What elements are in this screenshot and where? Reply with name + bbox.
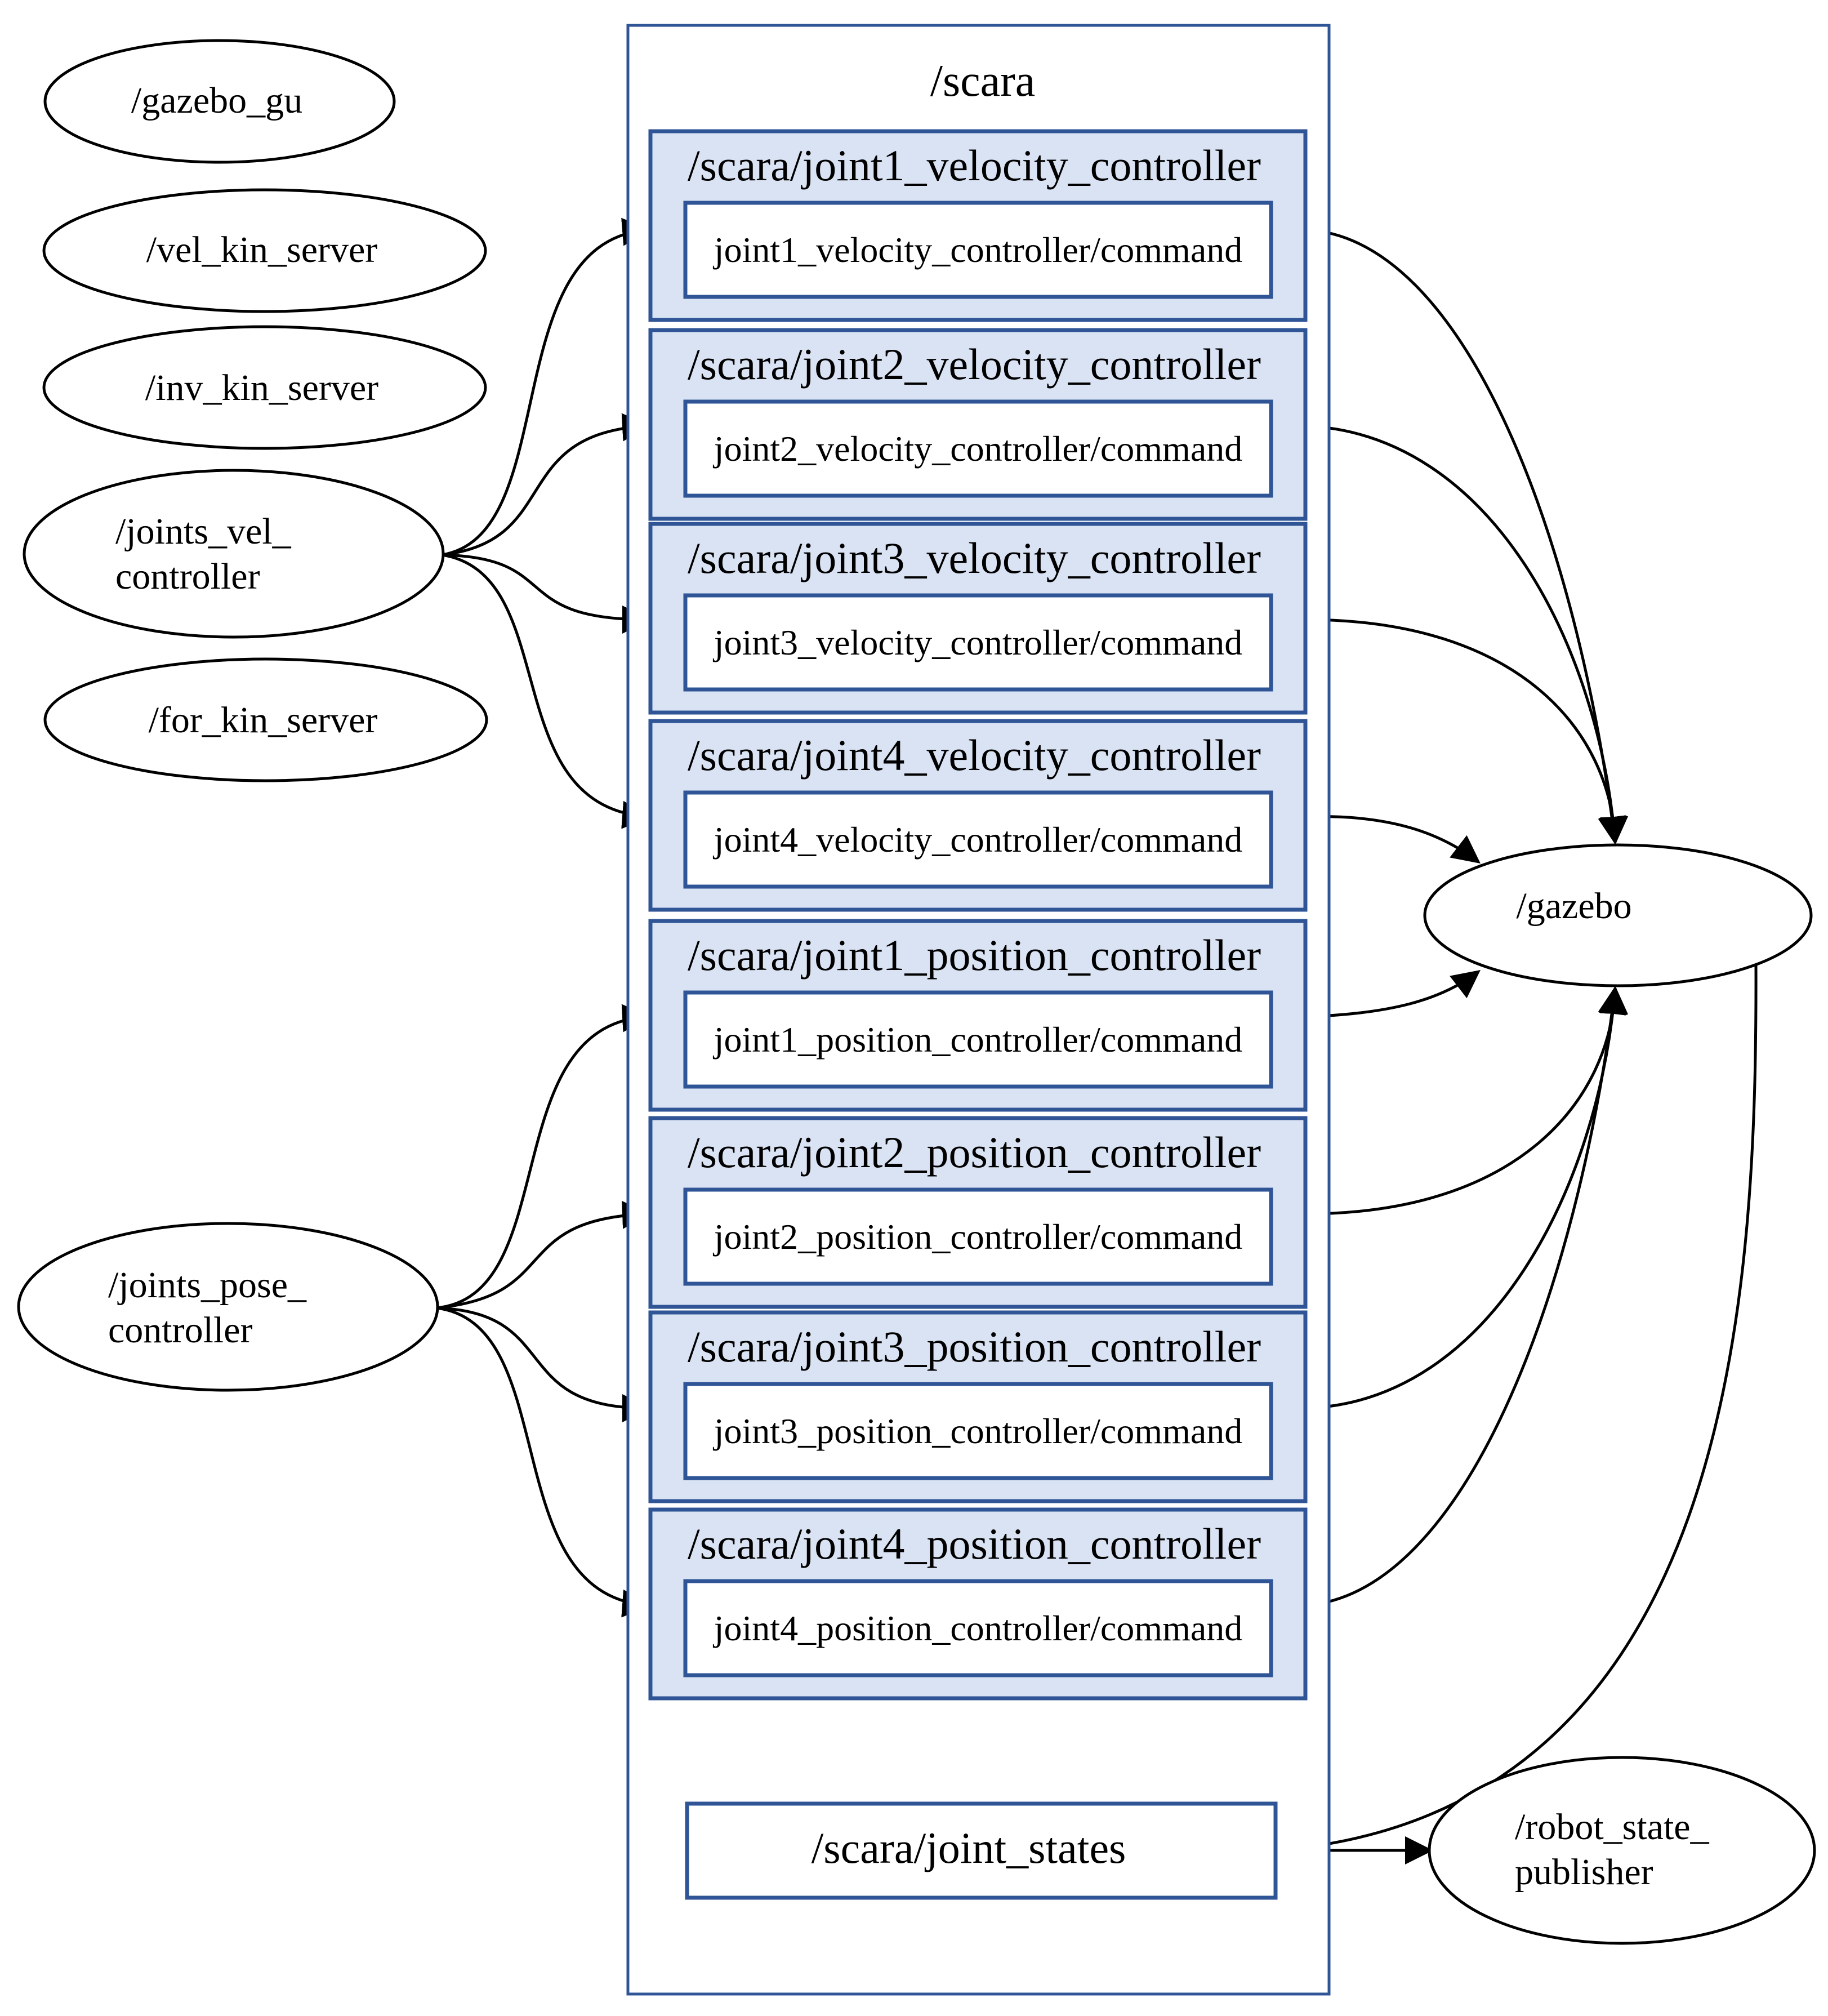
node-gazebo-gui-label: /gazebo_gu: [131, 80, 302, 121]
controller-7-title: /scara/joint3_position_controller: [688, 1322, 1261, 1371]
joint-states-topic[interactable]: /scara/joint_states: [685, 1801, 1278, 1900]
controller-3-title: /scara/joint3_velocity_controller: [688, 533, 1261, 582]
controller-8[interactable]: /scara/joint4_position_controller joint4…: [648, 1507, 1308, 1701]
node-inv-kin-server-label: /inv_kin_server: [145, 367, 378, 408]
scara-namespace-title: /scara: [930, 56, 1036, 106]
controller-2-topic: joint2_velocity_controller/command: [713, 429, 1242, 469]
node-for-kin-server-label: /for_kin_server: [149, 700, 378, 741]
node-vel-kin-server-shape: [42, 188, 487, 313]
controller-1-topic-box[interactable]: [683, 201, 1273, 299]
scara-namespace: /scara /scara/joint1_velocity_controller…: [626, 24, 1331, 1996]
edge-joints-pose-to-joint1-position: [436, 1004, 650, 1310]
edge-joints-pose-to-joint3-position: [436, 1306, 650, 1422]
controller-5-title: /scara/joint1_position_controller: [688, 931, 1261, 980]
node-joints-pose-controller[interactable]: /joints_pose_ controller: [17, 1222, 439, 1392]
edge-joints-vel-to-joint3-velocity: [442, 553, 650, 634]
right-nodes: /gazebo /robot_state_ publisher: [1423, 843, 1816, 1945]
controller-8-topic-box[interactable]: [683, 1579, 1273, 1677]
controller-3-topic: joint3_velocity_controller/command: [713, 622, 1242, 662]
node-vel-kin-server[interactable]: /vel_kin_server: [42, 188, 487, 313]
controller-5-topic: joint1_position_controller/command: [713, 1020, 1243, 1060]
controller-8-topic: joint4_position_controller/command: [713, 1608, 1243, 1648]
left-nodes: /gazebo_gu /vel_kin_server /inv_kin_serv…: [17, 39, 488, 1392]
node-robot-state-publisher-label-line1: /robot_state_: [1515, 1806, 1710, 1848]
controller-1[interactable]: /scara/joint1_velocity_controller joint1…: [648, 129, 1308, 322]
edge-joint4-velocity-to-gazebo: [1305, 815, 1481, 864]
edges: [436, 217, 1758, 1864]
controller-7-topic: joint3_position_controller/command: [713, 1411, 1243, 1451]
joint-states-box[interactable]: [685, 1801, 1278, 1900]
edge-gazebo-to-joint-states: [1273, 963, 1758, 1863]
node-gazebo-gui[interactable]: /gazebo_gu: [43, 39, 396, 164]
controller-7-topic-box[interactable]: [683, 1382, 1273, 1480]
controller-6-topic-box[interactable]: [683, 1187, 1273, 1286]
controller-1-title: /scara/joint1_velocity_controller: [688, 141, 1261, 190]
controller-3-topic-box[interactable]: [683, 593, 1273, 692]
node-gazebo-shape: [1423, 843, 1813, 987]
controller-4[interactable]: /scara/joint4_velocity_controller joint4…: [648, 719, 1308, 912]
edge-joint2-velocity-to-gazebo: [1305, 424, 1628, 845]
node-inv-kin-server[interactable]: /inv_kin_server: [42, 325, 487, 450]
edge-joint2-position-to-gazebo: [1305, 986, 1629, 1216]
controller-4-topic: joint4_velocity_controller/command: [713, 820, 1242, 860]
controller-5[interactable]: /scara/joint1_position_controller joint1…: [648, 919, 1308, 1112]
edge-joint1-velocity-to-gazebo: [1305, 228, 1626, 845]
node-inv-kin-server-shape: [42, 325, 487, 450]
edge-joints-pose-to-joint4-position: [436, 1306, 650, 1618]
controller-6-title: /scara/joint2_position_controller: [688, 1128, 1261, 1177]
joint-states-label: /scara/joint_states: [812, 1823, 1126, 1872]
controller-2-topic-box[interactable]: [683, 399, 1273, 498]
controller-5-topic-box[interactable]: [683, 990, 1273, 1089]
node-joints-vel-controller-label-line2: controller: [115, 556, 260, 597]
edge-joints-pose-to-joint2-position: [436, 1200, 650, 1310]
node-vel-kin-server-label: /vel_kin_server: [146, 229, 378, 270]
edge-joint1-position-to-gazebo: [1305, 969, 1481, 1018]
node-joints-pose-controller-label-line2: controller: [108, 1310, 253, 1351]
node-gazebo[interactable]: /gazebo: [1423, 843, 1813, 987]
node-robot-state-publisher[interactable]: /robot_state_ publisher: [1428, 1756, 1816, 1945]
controller-8-title: /scara/joint4_position_controller: [688, 1519, 1261, 1568]
edge-joint4-position-to-gazebo: [1305, 986, 1626, 1607]
edge-joints-vel-to-joint2-velocity: [442, 413, 650, 557]
node-joints-vel-controller[interactable]: /joints_vel_ controller: [23, 469, 445, 639]
node-gazebo-label: /gazebo: [1516, 885, 1631, 927]
controller-6-topic: joint2_position_controller/command: [713, 1217, 1243, 1257]
controller-7[interactable]: /scara/joint3_position_controller joint3…: [648, 1310, 1308, 1503]
node-robot-state-publisher-label-line2: publisher: [1515, 1852, 1653, 1893]
controller-1-topic: joint1_velocity_controller/command: [713, 230, 1242, 270]
edge-joint3-velocity-to-gazebo: [1305, 618, 1629, 845]
edge-joints-vel-to-joint1-velocity: [442, 217, 650, 557]
node-joints-vel-controller-label-line1: /joints_vel_: [115, 511, 292, 552]
edge-joints-vel-to-joint4-velocity: [442, 553, 650, 829]
node-joints-pose-controller-label-line1: /joints_pose_: [108, 1265, 307, 1306]
controller-2-title: /scara/joint2_velocity_controller: [688, 340, 1261, 389]
controller-4-title: /scara/joint4_velocity_controller: [688, 731, 1261, 780]
controller-4-topic-box[interactable]: [683, 790, 1273, 889]
node-robot-state-publisher-shape: [1428, 1756, 1816, 1945]
node-for-kin-server-shape: [43, 657, 488, 782]
controller-3[interactable]: /scara/joint3_velocity_controller joint3…: [648, 522, 1308, 715]
controller-2[interactable]: /scara/joint2_velocity_controller joint2…: [648, 328, 1308, 521]
node-gazebo-gui-shape: [43, 39, 396, 164]
edge-joint3-position-to-gazebo: [1305, 986, 1628, 1410]
node-for-kin-server[interactable]: /for_kin_server: [43, 657, 488, 782]
node-joints-pose-controller-shape: [17, 1222, 439, 1392]
controller-6[interactable]: /scara/joint2_position_controller joint2…: [648, 1116, 1308, 1309]
node-joints-vel-controller-shape: [23, 469, 445, 639]
